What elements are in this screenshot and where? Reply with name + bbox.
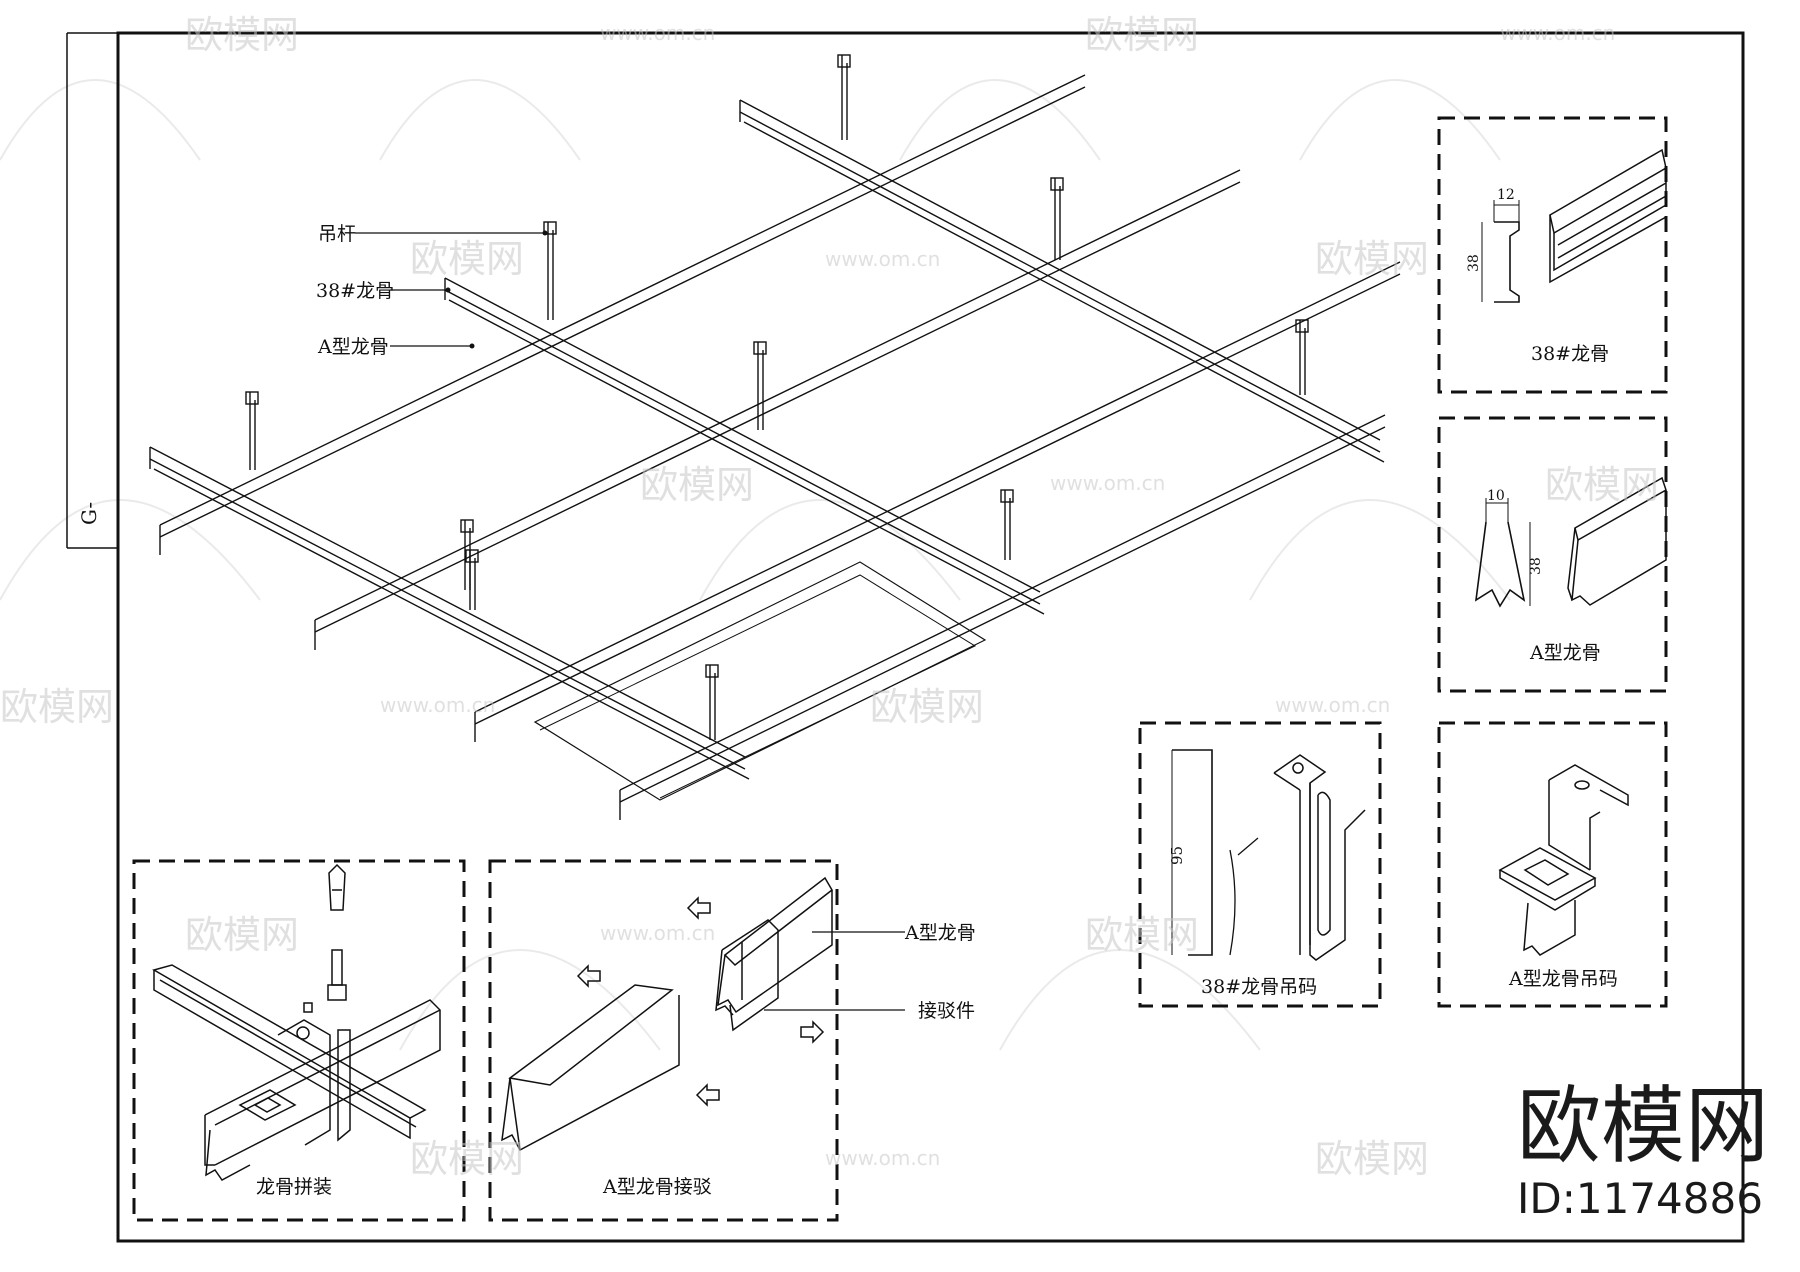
rod-anchor <box>705 664 719 678</box>
watermark-9: 欧模网 <box>185 913 299 957</box>
watermark-4: 欧模网 <box>1315 237 1429 281</box>
rod-anchor <box>543 221 557 235</box>
rod-anchor <box>1295 319 1309 333</box>
watermark-6: 欧模网 <box>1545 463 1659 507</box>
hanger-rods <box>245 54 1309 740</box>
rod-anchor <box>837 54 851 68</box>
callout-main-runner: 38#龙骨 <box>316 280 394 302</box>
splice-label-runner: A型龙骨 <box>904 922 976 944</box>
watermark-url-7: www.om.cn <box>600 921 715 945</box>
a-runner-edge <box>314 181 1241 633</box>
a-runners <box>159 74 1401 820</box>
watermark-2: 欧模网 <box>1085 13 1199 57</box>
caption-splice: A型龙骨接驳 <box>602 1176 712 1198</box>
watermark-12: 欧模网 <box>1315 1137 1429 1181</box>
rod-anchor <box>465 549 479 563</box>
watermark-5: 欧模网 <box>640 463 754 507</box>
a-runner-edge <box>619 414 1386 791</box>
watermark-url-4: www.om.cn <box>1050 471 1165 495</box>
detail-assembly: 龙骨拼装 <box>132 859 466 1222</box>
watermarks: 欧模网 欧模网 欧模网 欧模网 欧模网 欧模网 欧模网 欧模网 欧模网 欧模网 … <box>0 13 1659 1181</box>
caption-a-runner: A型龙骨 <box>1529 642 1601 664</box>
watermark-layer <box>0 79 1511 1051</box>
rod-anchor <box>753 341 767 355</box>
watermark-url-2: www.om.cn <box>1500 21 1615 45</box>
logo-text: 欧模网 <box>1517 1077 1769 1175</box>
main-callouts: 吊杆 38#龙骨 A型龙骨 <box>316 223 548 358</box>
dim-a-height: 38 <box>1528 557 1544 575</box>
dim-main-height: 38 <box>1466 254 1482 272</box>
detail-a-clip: A型龙骨吊码 <box>1437 721 1668 1008</box>
main-runner-edge <box>444 289 1041 605</box>
a-runner-edge <box>159 74 1086 526</box>
callout-hanger-rod: 吊杆 <box>318 223 356 245</box>
watermark-3: 欧模网 <box>410 237 524 281</box>
a-runner-edge <box>314 169 1241 621</box>
dim-a-width: 10 <box>1487 488 1505 504</box>
rod-anchor <box>1050 177 1064 191</box>
a-runner-edge <box>474 261 1401 713</box>
watermark-1: 欧模网 <box>185 13 299 57</box>
watermark-url-5: www.om.cn <box>380 693 495 717</box>
main-runner-edge <box>149 446 746 758</box>
dim-main-width: 12 <box>1497 187 1515 203</box>
splice-label-connector: 接驳件 <box>918 1000 975 1022</box>
caption-main-clip: 38#龙骨吊码 <box>1201 976 1317 998</box>
watermark-8: 欧模网 <box>870 685 984 729</box>
caption-a-clip: A型龙骨吊码 <box>1508 968 1618 990</box>
a-runner-edge <box>619 426 1386 803</box>
callout-a-runner: A型龙骨 <box>317 336 389 358</box>
main-runner-edge <box>149 458 746 770</box>
main-runner-edge <box>743 121 1385 463</box>
watermark-url-3: www.om.cn <box>825 247 940 271</box>
watermark-7: 欧模网 <box>0 685 114 729</box>
rod-anchor <box>1000 489 1014 503</box>
caption-assembly: 龙骨拼装 <box>256 1176 332 1198</box>
asset-id: ID:1174886 <box>1517 1174 1763 1223</box>
watermark-11: 欧模网 <box>410 1137 524 1181</box>
main-runner-edge <box>448 299 1045 615</box>
rod-anchor <box>460 519 474 533</box>
a-runner-edge <box>474 273 1401 725</box>
main-runners <box>149 99 1385 780</box>
caption-main-runner: 38#龙骨 <box>1531 343 1609 365</box>
main-runner-edge <box>739 111 1381 453</box>
main-runner-edge <box>153 468 750 780</box>
a-runner-edge <box>159 86 1086 538</box>
watermark-url-1: www.om.cn <box>600 21 715 45</box>
detail-splice: A型龙骨 接驳件 A型龙骨接驳 <box>488 859 976 1222</box>
watermark-url-8: www.om.cn <box>825 1146 940 1170</box>
main-runner-edge <box>444 277 1041 593</box>
detail-main-runner: 12 38 38#龙骨 <box>1437 116 1668 394</box>
detail-main-clip: 95 38#龙骨吊码 <box>1138 721 1382 1008</box>
watermark-url-6: www.om.cn <box>1275 693 1390 717</box>
rod-anchor <box>245 391 259 405</box>
sheet-side-tab: G- <box>77 502 101 525</box>
ceiling-grid-isometric <box>149 54 1401 820</box>
detail-a-runner: 10 38 A型龙骨 <box>1437 416 1668 693</box>
watermark-10: 欧模网 <box>1085 913 1199 957</box>
dim-clip-height: 95 <box>1168 846 1186 865</box>
